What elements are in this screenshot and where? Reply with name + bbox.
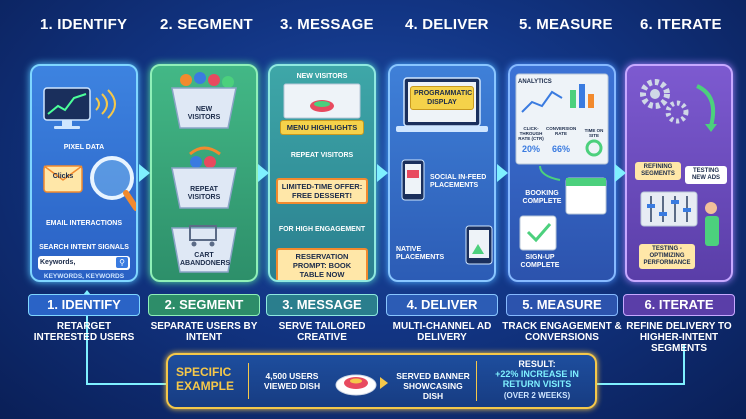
footer-measure: 5. MEASURE xyxy=(506,294,618,316)
loop-line-left xyxy=(86,296,88,384)
clicks-label: Clicks xyxy=(52,173,74,180)
pixel-data-label: PIXEL DATA xyxy=(63,144,105,151)
footer-iterate: 6. ITERATE xyxy=(623,294,735,316)
arrow-right-icon xyxy=(497,164,508,182)
arrow-right-icon xyxy=(139,164,150,182)
desc-message: SERVE TAILORED CREATIVE xyxy=(278,321,366,343)
header-deliver: 4. DELIVER xyxy=(405,16,489,33)
native-placements-label: NATIVE PLACEMENTS xyxy=(396,246,445,261)
menu-highlights-chip: MENU HIGHLIGHTS xyxy=(280,120,364,135)
desc-identify: RETARGET INTERESTED USERS xyxy=(33,321,135,343)
footer-segment: 2. SEGMENT xyxy=(148,294,260,316)
search-intent-label: SEARCH INTENT SIGNALS xyxy=(39,244,129,251)
analytics-label: ANALYTICS xyxy=(518,79,552,85)
search-icon[interactable]: ⚲ xyxy=(116,257,128,268)
message-high-engagement: FOR HIGH ENGAGEMENT xyxy=(278,226,366,233)
arrow-right-icon xyxy=(258,164,269,182)
panel-segment: NEW VISITORS REPEAT VISITORS CART ABANDO… xyxy=(150,64,258,282)
example-divider xyxy=(248,363,249,399)
time-on-site-label: TIME ON SITE xyxy=(584,128,604,138)
testing-new-ads-note: TESTING NEW ADS xyxy=(685,166,727,184)
conversion-rate-value: 66% xyxy=(551,144,570,154)
arrow-right-icon xyxy=(377,164,388,182)
desc-iterate: REFINE DELIVERY TO HIGHER-INTENT SEGMENT… xyxy=(626,321,732,354)
example-result-period: (OVER 2 WEEKS) xyxy=(503,391,571,400)
keywords-list-label: KEYWORDS, KEYWORDS xyxy=(43,273,125,280)
email-interactions-label: EMAIL INTERACTIONS xyxy=(45,220,123,227)
social-placements-label: SOCIAL IN-FEED PLACEMENTS xyxy=(430,174,487,189)
segment-new-visitors: NEW VISITORS xyxy=(187,106,221,121)
refining-segments-note: REFINING SEGMENTS xyxy=(635,162,681,180)
loop-line-bottom-left xyxy=(86,383,166,385)
measure-illustration xyxy=(515,73,609,251)
example-users-viewed: 4,500 USERS VIEWED DISH xyxy=(263,371,321,391)
desc-deliver: MULTI-CHANNEL AD DELIVERY xyxy=(392,321,492,343)
segment-cart-abandoners: CART ABANDONERS xyxy=(180,252,231,267)
conversion-rate-label: CONVERSION RATE xyxy=(546,126,577,136)
specific-example-box: SPECIFIC EXAMPLE 4,500 USERS VIEWED DISH… xyxy=(166,353,597,409)
ctr-value: 20% xyxy=(521,144,540,154)
keywords-input[interactable]: Keywords, xyxy=(40,259,76,266)
panel-identify: PIXEL DATA Clicks EMAIL INTERACTIONS SEA… xyxy=(30,64,138,282)
segment-repeat-visitors: REPEAT VISITORS xyxy=(187,186,221,201)
header-segment: 2. SEGMENT xyxy=(160,16,253,33)
pasta-dish-icon xyxy=(335,374,377,396)
message-new-visitors: NEW VISITORS xyxy=(296,73,348,80)
header-message: 3. MESSAGE xyxy=(280,16,374,33)
ctr-label: CLICK-THROUGH RATE (CTR) xyxy=(518,126,544,141)
reservation-prompt: RESERVATION PROMPT: BOOK TABLE NOW xyxy=(276,248,368,280)
loop-line-right xyxy=(683,345,685,385)
identify-illustration xyxy=(38,87,136,270)
message-illustration xyxy=(283,83,361,119)
loop-line-bottom-right xyxy=(597,383,684,385)
footer-message: 3. MESSAGE xyxy=(266,294,378,316)
footer-identify: 1. IDENTIFY xyxy=(28,294,140,316)
header-measure: 5. MEASURE xyxy=(519,16,613,33)
header-iterate: 6. ITERATE xyxy=(640,16,722,33)
iterate-illustration xyxy=(640,79,719,246)
arrow-right-icon xyxy=(615,164,626,182)
example-result-label: RESULT: xyxy=(518,359,556,369)
footer-deliver: 4. DELIVER xyxy=(386,294,498,316)
segment-illustration xyxy=(171,72,237,273)
example-arrow-icon xyxy=(380,377,388,389)
message-repeat-visitors: REPEAT VISITORS xyxy=(290,152,354,159)
booking-complete-label: BOOKING COMPLETE xyxy=(522,190,562,205)
signup-complete-label: SIGN-UP COMPLETE xyxy=(520,254,560,269)
desc-segment: SEPARATE USERS BY INTENT xyxy=(150,321,258,343)
example-served-banner: SERVED BANNER SHOWCASING DISH xyxy=(396,371,470,401)
panel-message: NEW VISITORS MENU HIGHLIGHTS REPEAT VISI… xyxy=(268,64,376,282)
example-tag: SPECIFIC EXAMPLE xyxy=(176,365,235,393)
desc-measure: TRACK ENGAGEMENT & CONVERSIONS xyxy=(502,321,622,343)
example-result-value: +22% INCREASE IN RETURN VISITS xyxy=(495,369,579,389)
panel-deliver: PROGRAMMATIC DISPLAY SOCIAL IN-FEED PLAC… xyxy=(388,64,496,282)
optimizing-performance-note: TESTING - OPTIMIZING PERFORMANCE xyxy=(639,244,695,269)
panel-measure: ANALYTICS CLICK-THROUGH RATE (CTR) 20% C… xyxy=(508,64,616,282)
example-divider-2 xyxy=(476,361,477,401)
panel-iterate: REFINING SEGMENTS TESTING NEW ADS TESTIN… xyxy=(625,64,733,282)
programmatic-display-chip: PROGRAMMATIC DISPLAY xyxy=(410,86,474,110)
header-identify: 1. IDENTIFY xyxy=(40,16,128,33)
free-dessert-offer: LIMITED-TIME OFFER: FREE DESSERT! xyxy=(276,178,368,204)
